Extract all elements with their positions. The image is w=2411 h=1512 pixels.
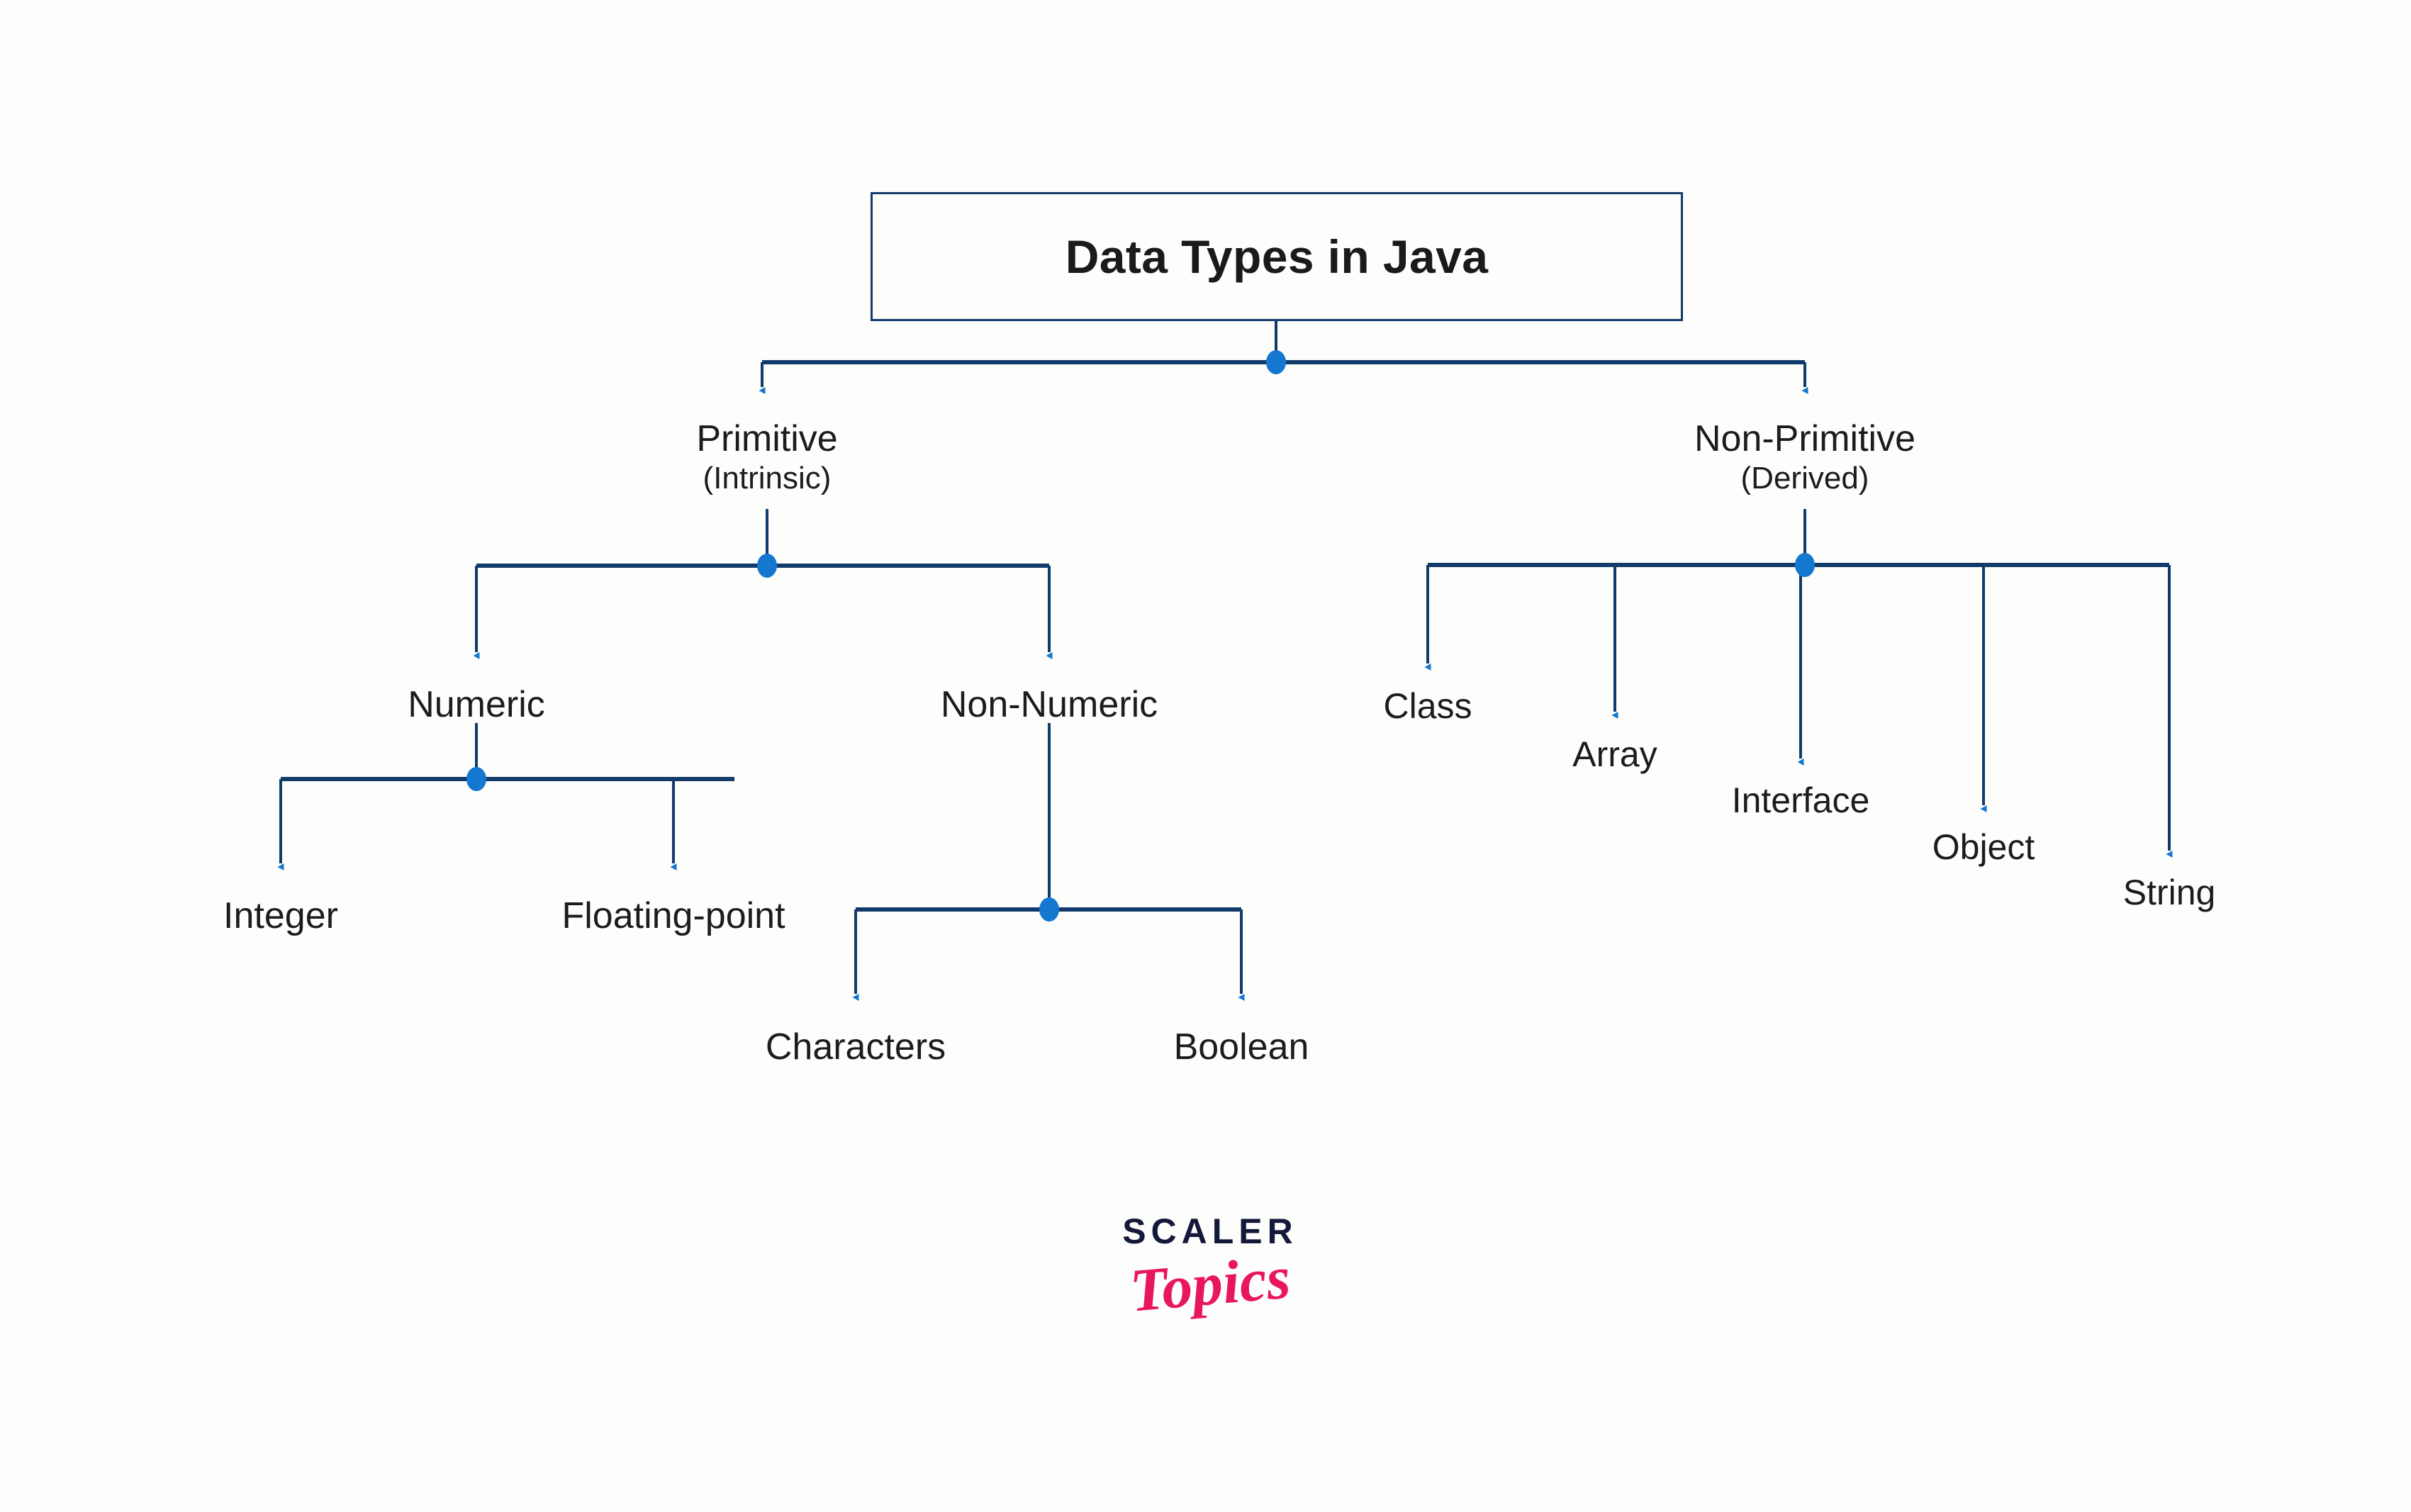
node-array: Array <box>1572 734 1657 774</box>
node-primitive: Primitive (Intrinsic) <box>696 418 837 496</box>
node-interface: Interface <box>1731 780 1870 820</box>
junction-dot-primitive <box>757 554 777 578</box>
scaler-topics-logo: SCALER Topics <box>1097 1214 1324 1362</box>
node-non-primitive-sublabel: (Derived) <box>1740 461 1869 496</box>
root-node-box: Data Types in Java <box>871 192 1683 321</box>
node-characters: Characters <box>765 1026 946 1068</box>
node-non-primitive-label: Non-Primitive <box>1694 418 1916 459</box>
junction-dot-root <box>1266 350 1286 374</box>
node-string: String <box>2122 873 2216 912</box>
node-non-numeric: Non-Numeric <box>940 684 1158 725</box>
logo-topics-text: Topics <box>1127 1243 1293 1325</box>
node-class: Class <box>1383 686 1472 726</box>
page-title: Data Types in Java <box>1065 230 1489 283</box>
node-boolean: Boolean <box>1173 1026 1309 1068</box>
junction-dot-non-numeric <box>1039 897 1059 922</box>
node-non-primitive: Non-Primitive (Derived) <box>1694 418 1915 496</box>
node-object: Object <box>1932 827 2035 867</box>
node-primitive-sublabel: (Intrinsic) <box>703 461 832 496</box>
junction-dot-non-primitive <box>1795 553 1815 577</box>
junction-dot-numeric <box>466 767 486 791</box>
node-primitive-label: Primitive <box>696 418 838 459</box>
logo-scaler-text: SCALER <box>1122 1211 1298 1251</box>
node-floating-point: Floating-point <box>561 895 785 936</box>
node-numeric: Numeric <box>408 684 545 725</box>
node-integer: Integer <box>223 895 338 936</box>
